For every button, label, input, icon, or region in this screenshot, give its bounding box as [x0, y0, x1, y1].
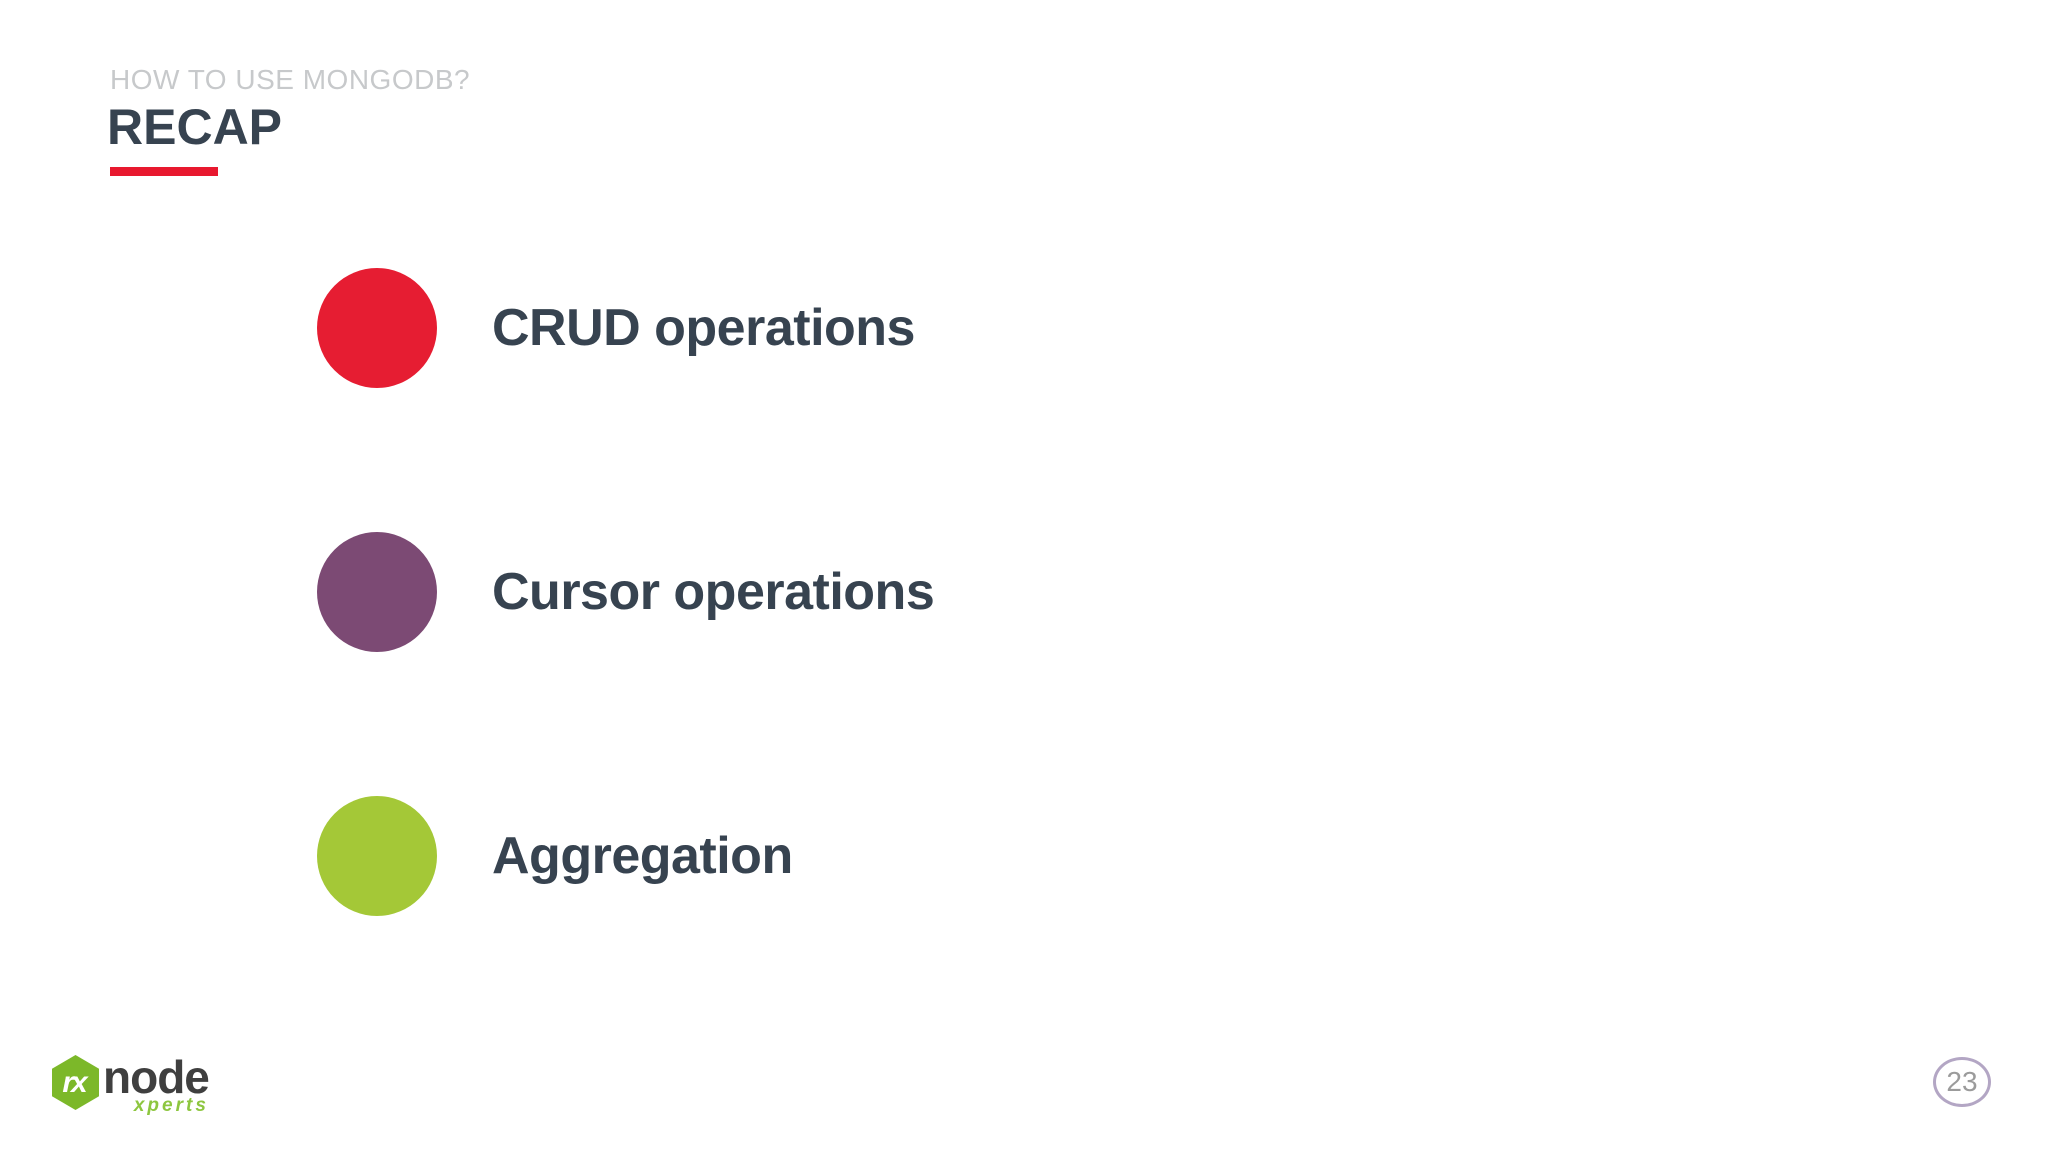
list-item: Cursor operations: [317, 532, 935, 652]
bullet-circle-icon: [317, 268, 437, 388]
slide-eyebrow-text: HOW TO USE MONGODB?: [110, 64, 471, 95]
logo-brand-text: node: [103, 1051, 210, 1103]
page-number-badge: 23: [1933, 1057, 1991, 1107]
logo-wordmark: node xperts: [103, 1051, 210, 1116]
bullet-label: Cursor operations: [492, 563, 935, 621]
list-item: Aggregation: [317, 796, 793, 916]
nodexperts-logo: rx node xperts: [52, 1051, 210, 1116]
hexagon-logo-icon: rx: [52, 1055, 99, 1110]
page-number-value: 23: [1946, 1066, 1978, 1097]
bullet-label: Aggregation: [492, 827, 793, 885]
title-underline-accent: [110, 167, 218, 176]
page-title: RECAP: [107, 99, 283, 155]
logo-monogram: rx: [62, 1065, 87, 1099]
logo-suffix-text: xperts: [133, 1095, 209, 1116]
bullet-circle-icon: [317, 796, 437, 916]
list-item: CRUD operations: [317, 268, 915, 388]
bullet-label: CRUD operations: [492, 299, 915, 357]
bullet-circle-icon: [317, 532, 437, 652]
